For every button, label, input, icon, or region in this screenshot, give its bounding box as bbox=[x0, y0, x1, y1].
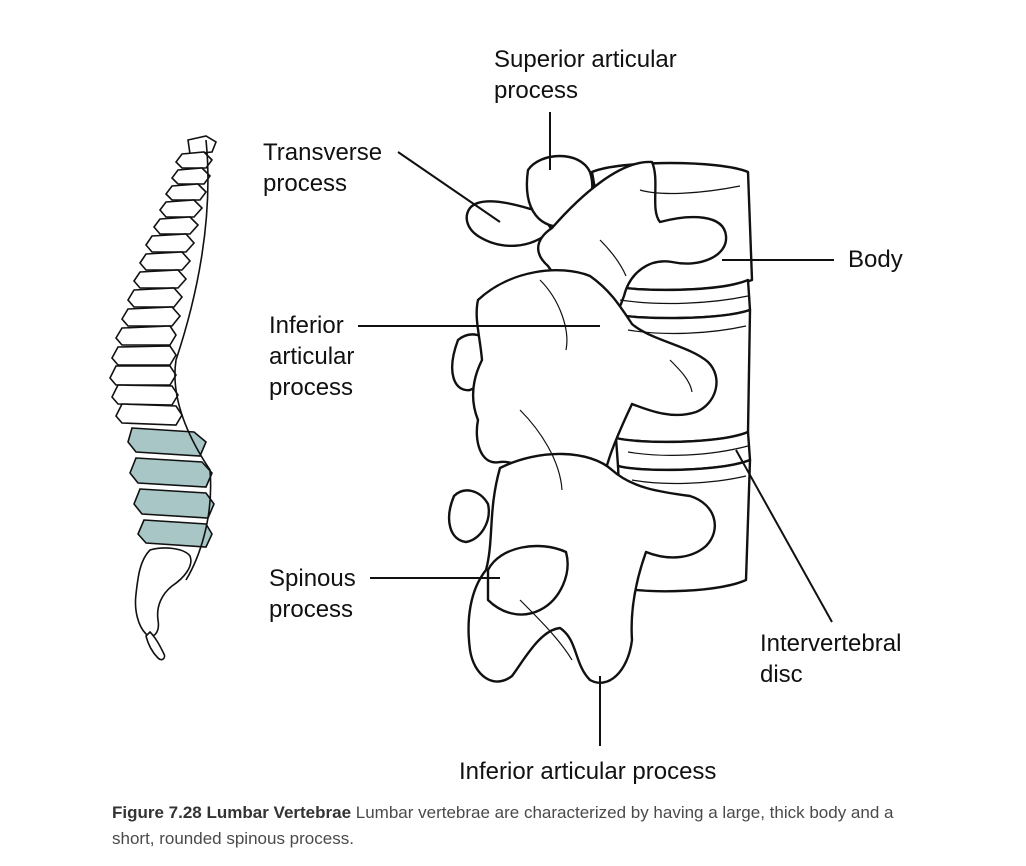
shading-lines bbox=[519, 185, 749, 661]
label-line: process bbox=[269, 374, 354, 401]
sacrum bbox=[134, 547, 192, 637]
spine-overview bbox=[109, 135, 217, 661]
label-line: Intervertebral bbox=[760, 630, 902, 657]
lumbar-vertebrae-illustration bbox=[447, 154, 754, 684]
lumbar-region-highlight bbox=[127, 427, 215, 548]
figure-caption: Figure 7.28 Lumbar Vertebrae Lumbar vert… bbox=[112, 800, 912, 852]
label-line: Superior articular bbox=[494, 46, 677, 73]
label-line: process bbox=[269, 596, 354, 623]
label-line: Spinous bbox=[269, 565, 356, 592]
label-inferior-articular-process-bottom: Inferior articular process bbox=[459, 756, 716, 787]
coccyx bbox=[145, 630, 166, 661]
label-superior-articular-process: Superior articular process bbox=[494, 44, 677, 106]
spinous-process-shape bbox=[486, 544, 569, 616]
transverse-process-lower bbox=[447, 489, 490, 544]
caption-text: Lumbar vertebrae are characterized by ha… bbox=[112, 803, 894, 848]
label-line: articular bbox=[269, 343, 355, 370]
label-inferior-articular-process-left: Inferior articular process bbox=[269, 310, 354, 403]
label-spinous-process: Spinous process bbox=[269, 563, 356, 625]
transverse-process-upper bbox=[465, 200, 554, 247]
label-line: Inferior articular process bbox=[459, 758, 717, 785]
label-line: Inferior bbox=[269, 312, 344, 339]
upper-spine-vertebrae bbox=[109, 135, 217, 426]
label-line: process bbox=[494, 77, 579, 104]
label-line: disc bbox=[760, 661, 803, 688]
label-transverse-process: Transverse process bbox=[263, 137, 382, 199]
label-line: process bbox=[263, 170, 348, 197]
leader-lines bbox=[358, 112, 834, 746]
leader-transverse-process bbox=[397, 151, 501, 223]
leader-intervertebral-disc bbox=[735, 449, 833, 623]
label-line: Body bbox=[848, 246, 903, 273]
caption-title: Figure 7.28 Lumbar Vertebrae bbox=[112, 803, 352, 822]
lower-vertebra-arch bbox=[467, 452, 716, 684]
label-body: Body bbox=[848, 244, 903, 275]
label-line: Transverse bbox=[263, 139, 383, 166]
label-intervertebral-disc: Intervertebral disc bbox=[760, 628, 901, 690]
